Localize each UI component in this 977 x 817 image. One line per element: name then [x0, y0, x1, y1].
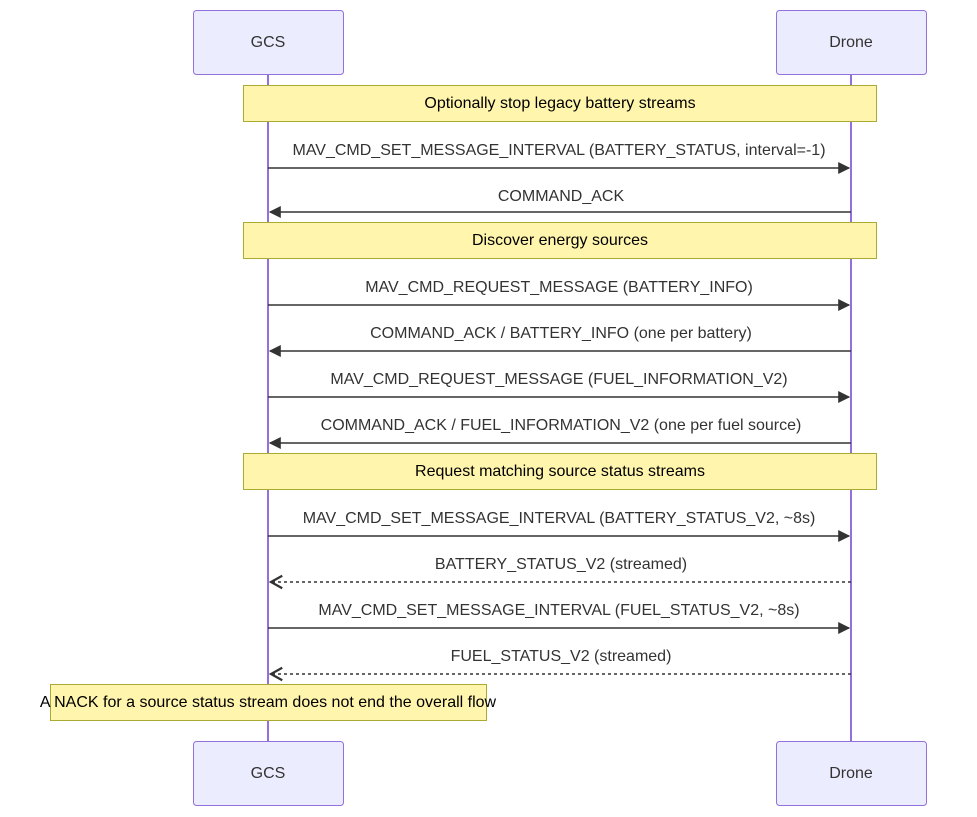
message-8-label: MAV_CMD_SET_MESSAGE_INTERVAL (FUEL_STATU…: [318, 602, 799, 619]
note-nack-text: A NACK for a source status stream does n…: [40, 694, 497, 711]
actor-drone-bottom-label: Drone: [829, 765, 873, 782]
note-discover-sources-text: Discover energy sources: [472, 232, 648, 249]
actor-drone-top: Drone: [776, 10, 927, 75]
note-nack: A NACK for a source status stream does n…: [40, 684, 497, 721]
message-9: FUEL_STATUS_V2 (streamed): [268, 648, 851, 682]
message-7-label: BATTERY_STATUS_V2 (streamed): [435, 556, 687, 573]
actor-drone-bottom: Drone: [776, 741, 927, 806]
message-0: MAV_CMD_SET_MESSAGE_INTERVAL (BATTERY_ST…: [268, 142, 851, 174]
message-1: COMMAND_ACK: [268, 188, 851, 218]
actor-gcs-top-label: GCS: [251, 34, 286, 51]
note-stop-legacy: Optionally stop legacy battery streams: [243, 85, 877, 122]
actor-drone-top-label: Drone: [829, 34, 873, 51]
note-stop-legacy-text: Optionally stop legacy battery streams: [424, 95, 695, 112]
message-8: MAV_CMD_SET_MESSAGE_INTERVAL (FUEL_STATU…: [268, 602, 851, 634]
message-4-label: MAV_CMD_REQUEST_MESSAGE (FUEL_INFORMATIO…: [330, 371, 787, 388]
message-4: MAV_CMD_REQUEST_MESSAGE (FUEL_INFORMATIO…: [268, 371, 851, 403]
message-2-label: MAV_CMD_REQUEST_MESSAGE (BATTERY_INFO): [365, 279, 753, 296]
message-2: MAV_CMD_REQUEST_MESSAGE (BATTERY_INFO): [268, 279, 851, 311]
message-0-label: MAV_CMD_SET_MESSAGE_INTERVAL (BATTERY_ST…: [292, 142, 825, 159]
message-7: BATTERY_STATUS_V2 (streamed): [268, 556, 851, 590]
message-1-label: COMMAND_ACK: [498, 188, 625, 205]
note-discover-sources: Discover energy sources: [243, 222, 877, 259]
message-5-label: COMMAND_ACK / FUEL_INFORMATION_V2 (one p…: [321, 417, 802, 434]
actor-gcs-bottom: GCS: [193, 741, 344, 806]
note-request-streams-text: Request matching source status streams: [415, 463, 705, 480]
note-request-streams: Request matching source status streams: [243, 453, 877, 490]
message-5: COMMAND_ACK / FUEL_INFORMATION_V2 (one p…: [268, 417, 851, 449]
message-9-label: FUEL_STATUS_V2 (streamed): [451, 648, 672, 665]
message-6-label: MAV_CMD_SET_MESSAGE_INTERVAL (BATTERY_ST…: [303, 510, 816, 527]
message-3: COMMAND_ACK / BATTERY_INFO (one per batt…: [268, 325, 851, 357]
message-6: MAV_CMD_SET_MESSAGE_INTERVAL (BATTERY_ST…: [268, 510, 851, 542]
actor-gcs-top: GCS: [193, 10, 344, 75]
actor-gcs-bottom-label: GCS: [251, 765, 286, 782]
message-3-label: COMMAND_ACK / BATTERY_INFO (one per batt…: [370, 325, 752, 342]
